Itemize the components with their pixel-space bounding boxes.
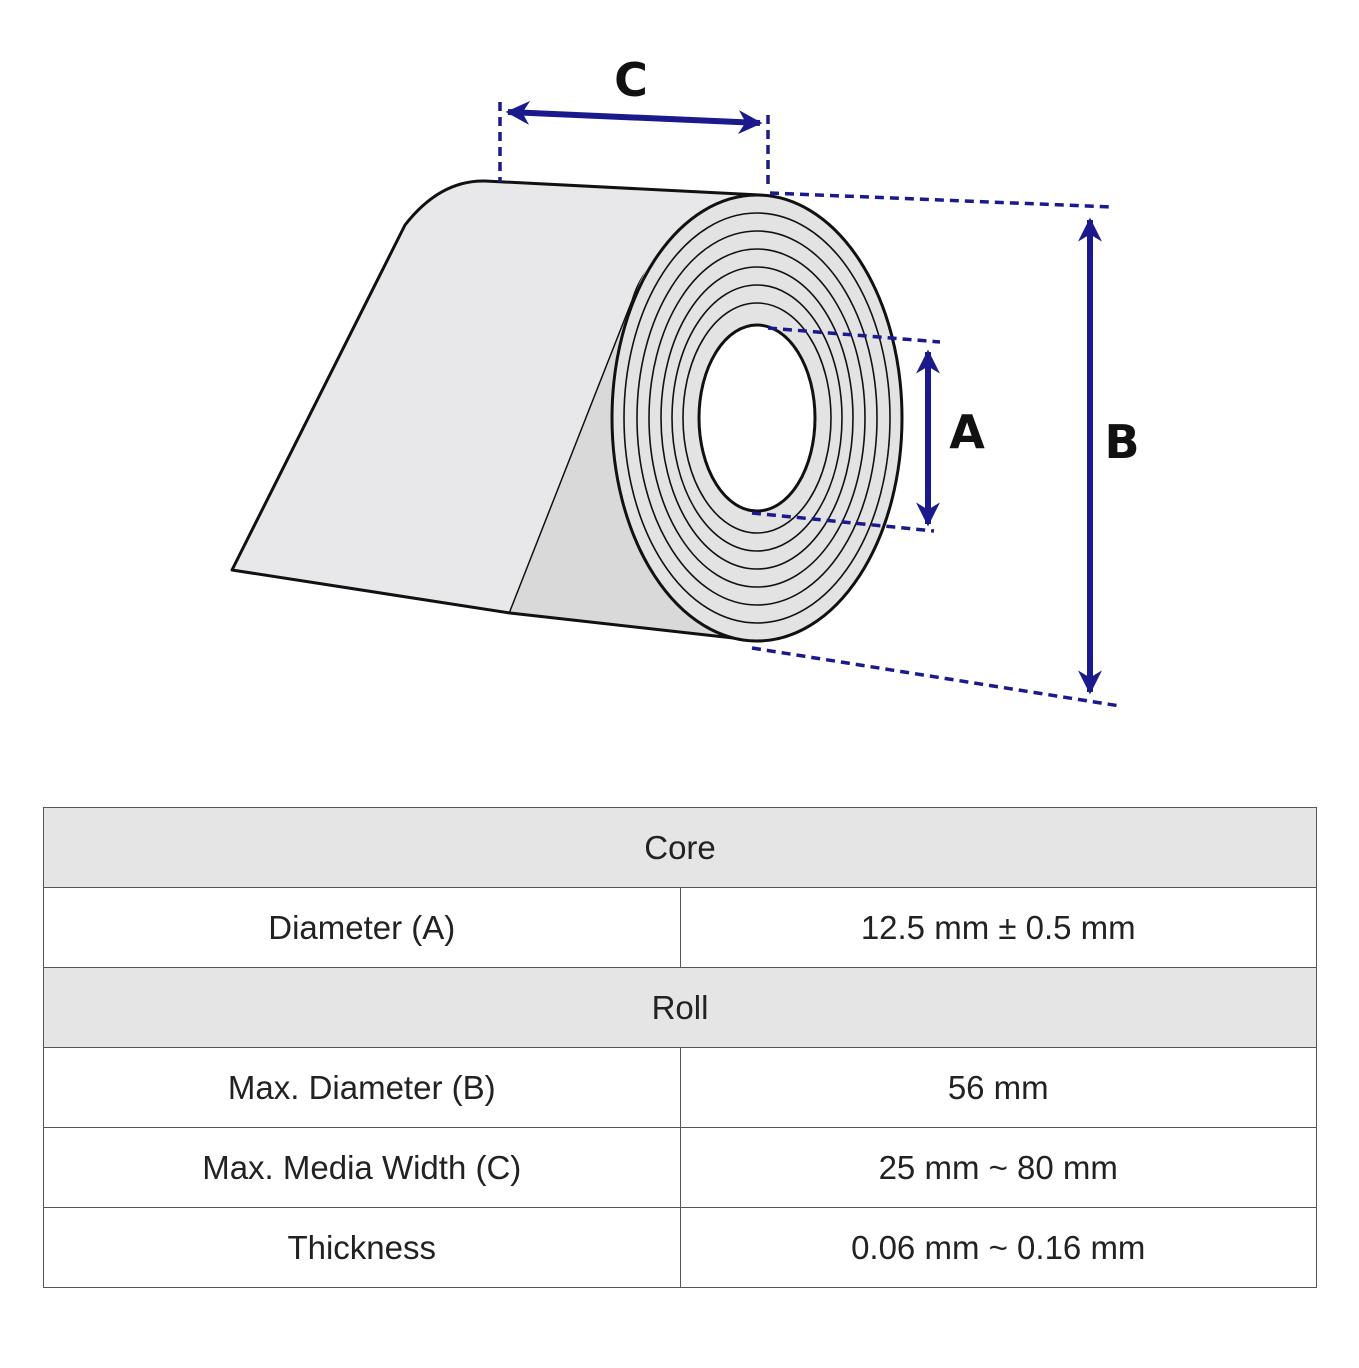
- paper-roll-diagram: C A B: [230, 53, 1140, 708]
- dimension-c: C: [498, 53, 770, 190]
- spec-value: 25 mm ~ 80 mm: [679, 1127, 1317, 1208]
- section-header-core: Core: [43, 807, 1317, 888]
- spec-label: Thickness: [43, 1207, 681, 1288]
- label-c: C: [614, 53, 648, 107]
- spec-value: 12.5 mm ± 0.5 mm: [679, 887, 1317, 968]
- table-row: Max. Diameter (B) 56 mm: [43, 1047, 1317, 1128]
- table-row: Diameter (A) 12.5 mm ± 0.5 mm: [43, 887, 1317, 968]
- section-row-core: Core: [43, 807, 1317, 888]
- table-row: Max. Media Width (C) 25 mm ~ 80 mm: [43, 1127, 1317, 1208]
- spec-value: 56 mm: [679, 1047, 1317, 1128]
- spec-label: Diameter (A): [43, 887, 681, 968]
- section-header-roll: Roll: [43, 967, 1317, 1048]
- spec-table: Core Diameter (A) 12.5 mm ± 0.5 mm Roll …: [43, 807, 1317, 1288]
- dimension-a: A: [751, 326, 985, 533]
- dimension-b: B: [751, 191, 1140, 708]
- label-b: B: [1104, 415, 1139, 469]
- table-row: Thickness 0.06 mm ~ 0.16 mm: [43, 1207, 1317, 1288]
- section-row-roll: Roll: [43, 967, 1317, 1048]
- paper-roll-illustration: C A B: [230, 53, 1140, 708]
- spec-label: Max. Media Width (C): [43, 1127, 681, 1208]
- spec-label: Max. Diameter (B): [43, 1047, 681, 1128]
- label-a: A: [949, 405, 985, 459]
- spec-value: 0.06 mm ~ 0.16 mm: [679, 1207, 1317, 1288]
- roll-layers: [623, 212, 891, 624]
- core-hole: [697, 323, 817, 513]
